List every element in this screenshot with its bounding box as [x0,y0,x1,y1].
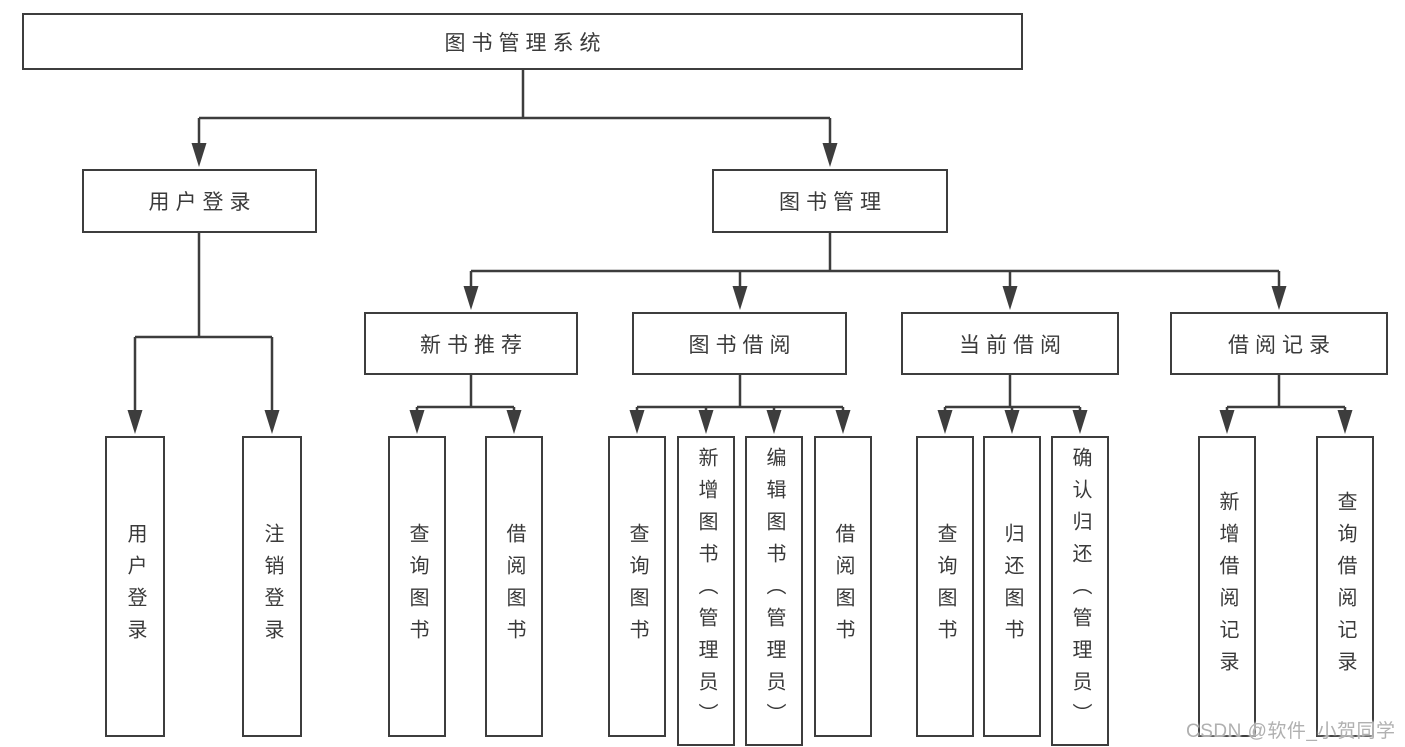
arrow-down-icon [1271,286,1287,310]
node-current-borrow: 当前借阅 [901,312,1119,375]
node-label: 查询借阅记录 [1334,490,1356,683]
arrow-down-icon [937,410,953,434]
node-user-login: 用户登录 [82,169,317,233]
arrow-down-icon [1219,410,1235,434]
leaf-add-books-admin: 新增图书（管理员） [677,436,735,746]
arrow-down-icon [191,143,207,167]
node-label: 确认归还（管理员） [1069,447,1091,735]
node-label: 查询图书 [626,522,648,651]
leaf-return-books: 归还图书 [983,436,1041,737]
leaf-edit-books-admin: 编辑图书（管理员） [745,436,803,746]
node-label: 当前借阅 [959,333,1067,357]
node-label: 新增图书（管理员） [695,447,717,735]
leaf-borrow-books-recommend: 借阅图书 [485,436,543,737]
arrow-down-icon [1004,410,1020,434]
node-label: 借阅图书 [832,522,854,651]
node-label: 用户登录 [124,522,146,651]
node-label: 查询图书 [406,522,428,651]
node-label: 归还图书 [1001,522,1023,651]
arrow-down-icon [264,410,280,434]
node-label: 图书借阅 [688,333,797,357]
node-label: 图书管理系统 [444,31,607,55]
arrow-down-icon [835,410,851,434]
node-root-system: 图书管理系统 [22,13,1023,70]
arrow-down-icon [409,410,425,434]
arrow-down-icon [1072,410,1088,434]
node-label: 查询图书 [934,522,956,651]
leaf-query-books-recommend: 查询图书 [388,436,446,737]
arrow-down-icon [732,286,748,310]
node-label: 编辑图书（管理员） [763,447,785,735]
arrow-down-icon [1337,410,1353,434]
node-label: 图书管理 [779,191,887,214]
leaf-borrow-books: 借阅图书 [814,436,872,737]
arrow-down-icon [629,410,645,434]
node-borrow-records: 借阅记录 [1170,312,1388,375]
arrow-down-icon [822,143,838,167]
arrow-down-icon [127,410,143,434]
node-label: 借阅图书 [503,522,525,651]
node-new-book-recommend: 新书推荐 [364,312,578,375]
arrow-down-icon [506,410,522,434]
node-label: 新书推荐 [420,333,528,357]
leaf-logout: 注销登录 [242,436,302,737]
node-label: 借阅记录 [1228,333,1336,357]
leaf-user-login: 用户登录 [105,436,165,737]
leaf-add-borrow-record: 新增借阅记录 [1198,436,1256,737]
leaf-query-books-borrow: 查询图书 [608,436,666,737]
csdn-watermark: CSDN @软件_小贺同学 [1186,721,1396,742]
leaf-query-borrow-record: 查询借阅记录 [1316,436,1374,737]
arrow-down-icon [698,410,714,434]
node-book-borrow: 图书借阅 [632,312,847,375]
node-label: 用户登录 [148,191,257,214]
leaf-query-books-current: 查询图书 [916,436,974,737]
node-label: 新增借阅记录 [1216,490,1238,683]
arrow-down-icon [766,410,782,434]
node-label: 注销登录 [261,522,283,651]
node-book-management: 图书管理 [712,169,948,233]
leaf-confirm-return-admin: 确认归还（管理员） [1051,436,1109,746]
arrow-down-icon [1002,286,1018,310]
arrow-down-icon [463,286,479,310]
